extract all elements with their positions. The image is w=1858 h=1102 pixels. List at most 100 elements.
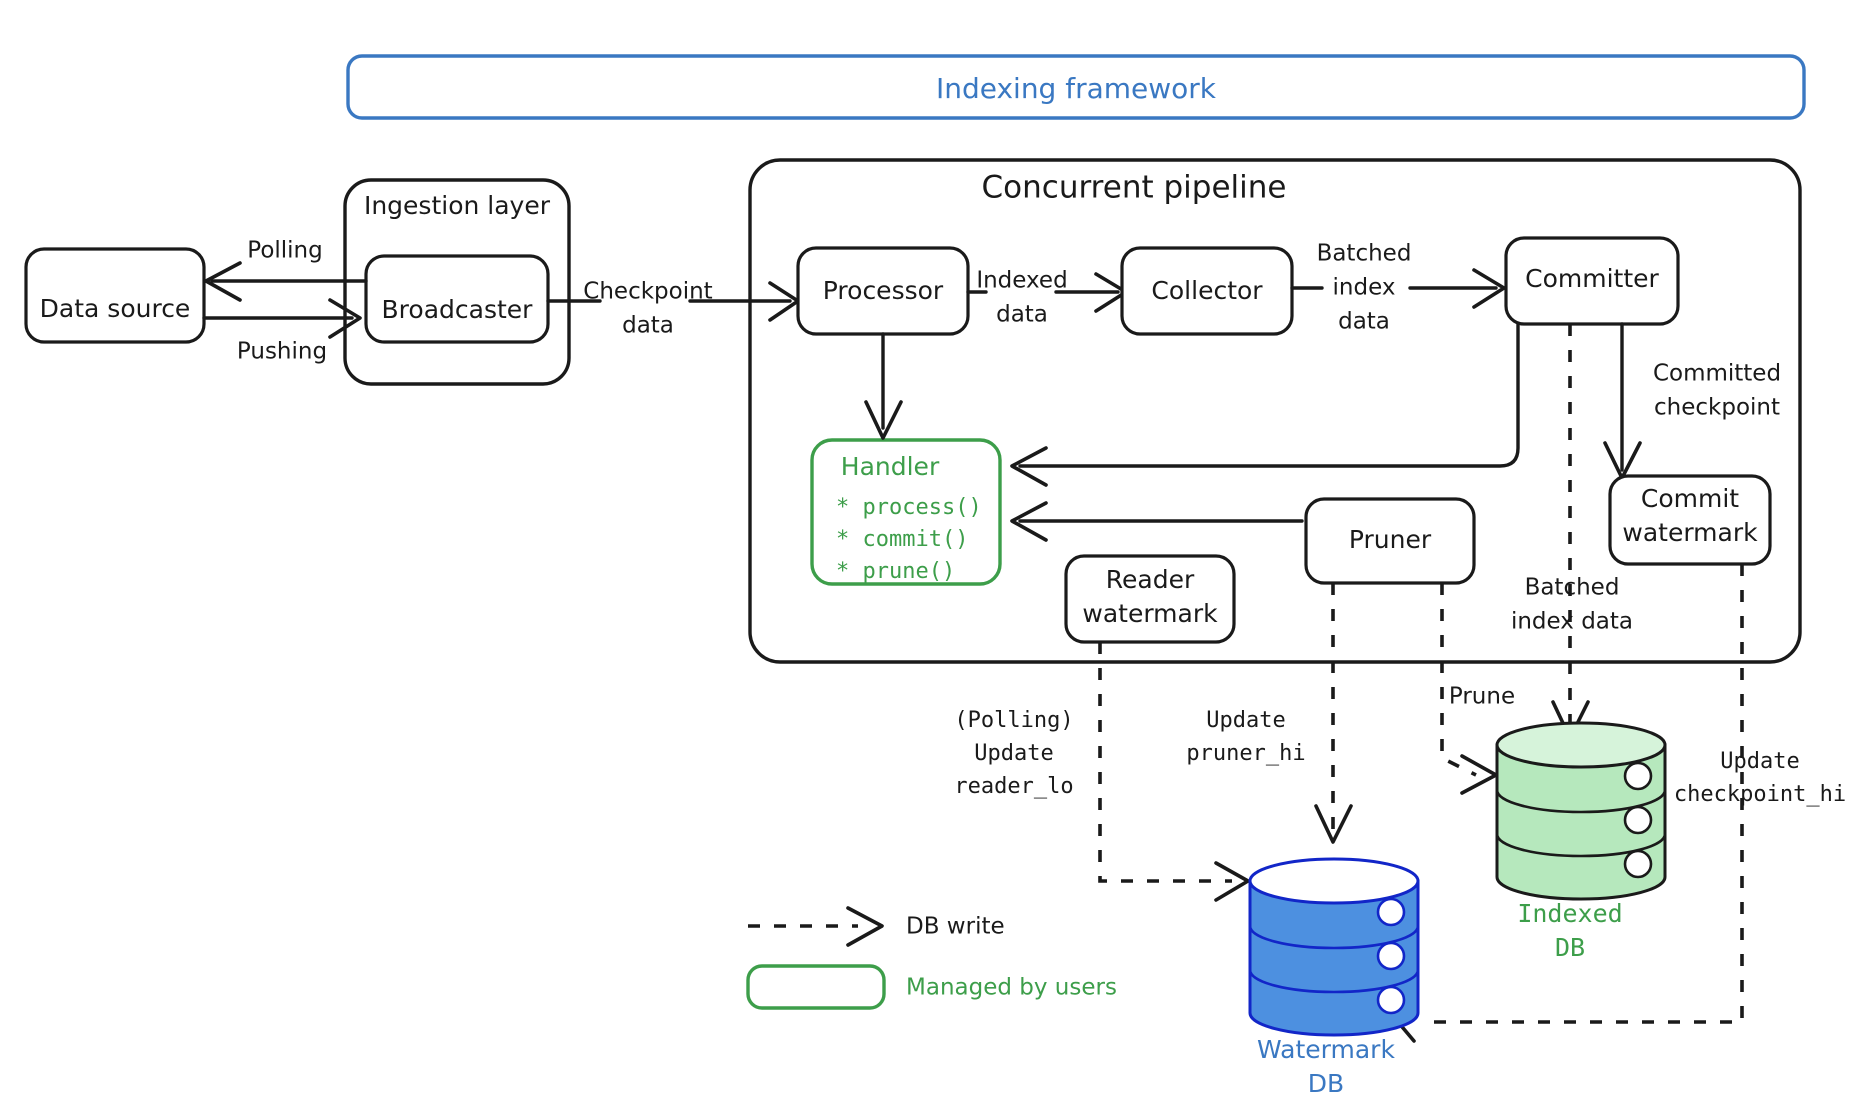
watermark-db-label-1: Watermark bbox=[1257, 1035, 1395, 1064]
handler-method-process: * process() bbox=[836, 495, 982, 520]
indexed-db-divider-1 bbox=[1495, 789, 1667, 814]
broadcaster-box[interactable] bbox=[364, 254, 550, 344]
indexing-framework-box bbox=[346, 54, 1806, 120]
node-reader-watermark[interactable]: Reader watermark bbox=[1064, 554, 1236, 644]
reader-watermark-label-1: Reader bbox=[1106, 565, 1195, 594]
node-committer[interactable]: Committer bbox=[1504, 236, 1680, 326]
indexed-db-top bbox=[1495, 721, 1667, 769]
node-commit-watermark[interactable]: Commit watermark bbox=[1608, 474, 1772, 566]
edge-checkpoint-data: Checkpoint data bbox=[546, 279, 800, 339]
edge-label-checkpoint-2: data bbox=[622, 313, 674, 339]
watermark-db-disk-icon-3 bbox=[1376, 985, 1406, 1015]
edge-indexed-data: Indexed data bbox=[966, 268, 1128, 328]
edge-polling: Polling bbox=[204, 238, 368, 302]
database-watermark-db[interactable]: Watermark DB bbox=[1248, 857, 1420, 1098]
edge-label-committed-1: Committed bbox=[1653, 361, 1781, 387]
node-handler[interactable]: Handler * process() * commit() * prune() bbox=[810, 438, 1002, 586]
legend-green-box-icon bbox=[746, 964, 886, 1010]
watermark-db-disk-icon-2 bbox=[1376, 941, 1406, 971]
edge-label-committed-2: checkpoint bbox=[1654, 395, 1780, 421]
edge-pushing: Pushing bbox=[202, 298, 362, 365]
indexed-db-disk-icon-1 bbox=[1623, 761, 1653, 791]
commit-watermark-label-1: Commit bbox=[1641, 484, 1739, 513]
edge-label-prune: Prune bbox=[1449, 684, 1515, 710]
committer-label: Committer bbox=[1525, 264, 1659, 293]
legend: DB write Managed by users bbox=[746, 906, 1117, 1010]
edge-pruner-to-handler bbox=[1010, 501, 1304, 542]
legend-row-db-write: DB write bbox=[748, 906, 1005, 947]
edge-batched-index-db-write: Batched index data bbox=[1511, 324, 1633, 740]
watermark-db-body[interactable] bbox=[1248, 879, 1420, 1037]
edge-committed-checkpoint: Committed checkpoint bbox=[1603, 322, 1781, 480]
edge-pruner-hi-db-write: Update pruner_hi bbox=[1186, 583, 1353, 844]
indexed-db-disk-icon-2 bbox=[1623, 805, 1653, 835]
legend-arrowhead-icon bbox=[846, 906, 884, 947]
watermark-db-top bbox=[1248, 857, 1420, 905]
data-source-box[interactable] bbox=[24, 247, 206, 344]
handler-title: Handler bbox=[841, 452, 940, 481]
node-collector[interactable]: Collector bbox=[1120, 246, 1294, 336]
database-indexed-db[interactable]: Indexed DB bbox=[1495, 721, 1667, 962]
commit-watermark-label-2: watermark bbox=[1622, 518, 1758, 547]
indexed-db-body[interactable] bbox=[1495, 743, 1667, 901]
watermark-db-divider-1 bbox=[1248, 925, 1420, 950]
watermark-db-label-2: DB bbox=[1308, 1069, 1344, 1098]
edge-batched-index-data: Batched index data bbox=[1290, 241, 1506, 335]
data-source-label: Data source bbox=[40, 294, 191, 323]
edge-label-indexed-2: data bbox=[996, 302, 1048, 328]
indexing-framework-banner: Indexing framework bbox=[346, 54, 1806, 120]
edge-label-checkpoint-hi-2: checkpoint_hi bbox=[1674, 782, 1846, 807]
processor-label: Processor bbox=[823, 276, 944, 305]
edge-label-checkpoint-1: Checkpoint bbox=[583, 279, 712, 305]
edge-label-batched-b2: index data bbox=[1511, 609, 1633, 635]
concurrent-pipeline-title: Concurrent pipeline bbox=[982, 170, 1287, 206]
legend-label-managed: Managed by users bbox=[906, 975, 1117, 1001]
node-pruner[interactable]: Pruner bbox=[1304, 497, 1476, 585]
edge-label-reader-lo-2: Update bbox=[974, 741, 1053, 766]
collector-box[interactable] bbox=[1120, 246, 1294, 336]
indexed-db-label-2: DB bbox=[1555, 933, 1585, 962]
pruner-box[interactable] bbox=[1304, 497, 1476, 585]
edge-prune-db-write: Prune bbox=[1440, 583, 1515, 795]
edge-label-polling: Polling bbox=[247, 238, 322, 264]
edge-committer-to-handler bbox=[1010, 322, 1520, 487]
handler-method-commit: * commit() bbox=[836, 527, 968, 552]
concurrent-pipeline-group: Concurrent pipeline bbox=[748, 158, 1802, 664]
indexed-db-divider-2 bbox=[1495, 833, 1667, 858]
concurrent-pipeline-box bbox=[748, 158, 1802, 664]
committer-box[interactable] bbox=[1504, 236, 1680, 326]
edge-label-indexed-1: Indexed bbox=[976, 268, 1067, 294]
edge-label-batched-2: index bbox=[1333, 275, 1396, 301]
watermark-db-divider-2 bbox=[1248, 969, 1420, 994]
handler-method-prune: * prune() bbox=[836, 559, 955, 584]
node-broadcaster[interactable]: Broadcaster bbox=[364, 254, 550, 344]
edge-checkpoint-hi-db-write: Update checkpoint_hi bbox=[1396, 564, 1846, 1043]
legend-label-db-write: DB write bbox=[906, 914, 1005, 940]
node-data-source[interactable]: Data source bbox=[24, 247, 206, 344]
legend-row-managed-by-users: Managed by users bbox=[746, 964, 1117, 1010]
watermark-db-disk-icon-1 bbox=[1376, 897, 1406, 927]
broadcaster-label: Broadcaster bbox=[382, 295, 534, 324]
edge-label-reader-lo-1: (Polling) bbox=[954, 708, 1073, 733]
commit-watermark-box[interactable] bbox=[1608, 474, 1772, 566]
edge-processor-to-handler bbox=[864, 332, 903, 440]
edge-label-checkpoint-hi-1: Update bbox=[1720, 749, 1799, 774]
indexed-db-label-1: Indexed bbox=[1517, 899, 1622, 928]
indexing-framework-title: Indexing framework bbox=[936, 72, 1217, 105]
edge-label-batched-1: Batched bbox=[1317, 241, 1412, 267]
edge-label-reader-lo-3: reader_lo bbox=[954, 774, 1073, 799]
pruner-label: Pruner bbox=[1349, 525, 1432, 554]
node-processor[interactable]: Processor bbox=[796, 246, 970, 336]
handler-box[interactable] bbox=[810, 438, 1002, 586]
indexed-db-disk-icon-3 bbox=[1623, 849, 1653, 879]
reader-watermark-label-2: watermark bbox=[1082, 599, 1218, 628]
edge-label-batched-b1: Batched bbox=[1525, 575, 1620, 601]
ingestion-layer-title: Ingestion layer bbox=[364, 191, 551, 220]
reader-watermark-box[interactable] bbox=[1064, 554, 1236, 644]
edge-label-pruner-hi-1: Update bbox=[1206, 708, 1285, 733]
edge-reader-lo-db-write: (Polling) Update reader_lo bbox=[954, 642, 1250, 902]
collector-label: Collector bbox=[1151, 276, 1263, 305]
edge-label-pruner-hi-2: pruner_hi bbox=[1186, 741, 1305, 766]
edge-label-pushing: Pushing bbox=[237, 339, 327, 365]
